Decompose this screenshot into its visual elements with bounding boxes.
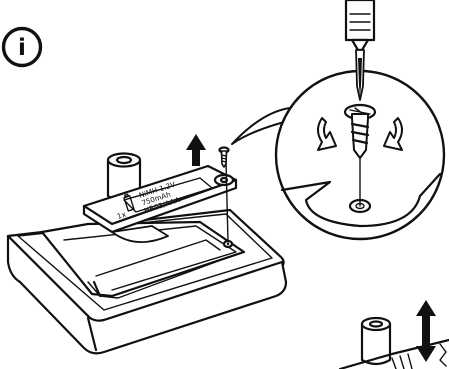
info-circle-icon: i xyxy=(4,29,41,66)
next-step-fragment xyxy=(340,300,449,369)
arrow-up-icon xyxy=(186,134,206,166)
up-down-arrow-icon xyxy=(416,300,436,362)
zoom-detail-circle xyxy=(232,0,444,239)
small-screw xyxy=(220,148,229,168)
info-glyph: i xyxy=(18,35,26,61)
